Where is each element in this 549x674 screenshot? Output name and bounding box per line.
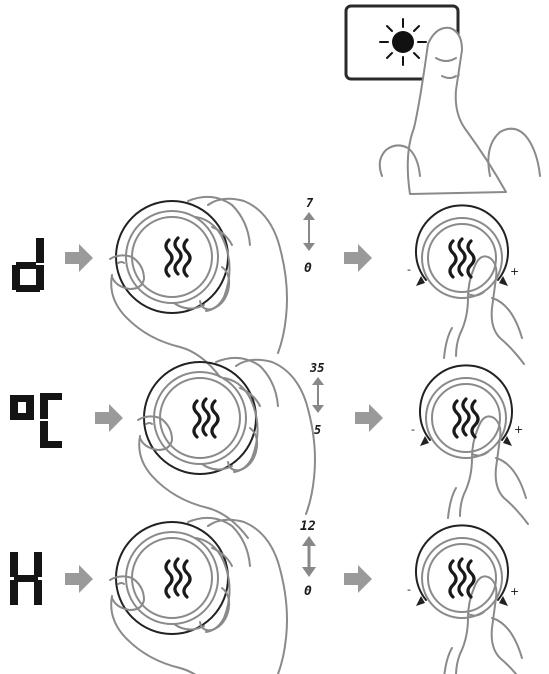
row-oc: oC 35 5 - + [10,356,529,539]
range-min: 0 [304,261,312,276]
row-d: d 7 0 - + [12,195,525,378]
heat-waves-icon [448,237,476,279]
plus-sign: + [510,585,519,598]
arrow-right-icon [344,244,372,272]
arrow-right-icon [355,404,383,432]
lcd-symbol-h: H [10,552,42,605]
range-min: 5 [314,423,321,437]
heat-waves-icon [448,557,476,599]
heat-waves-icon [164,557,192,599]
plus-sign: + [514,423,523,436]
pressing-finger [378,26,541,195]
press-knob-finger: - + [407,204,525,365]
range-indicator: 12 0 [300,519,316,599]
range-min: 0 [304,584,312,599]
row-h: H 12 0 - + [10,516,525,674]
grasp-knob-hand [137,356,316,539]
arrow-right-icon [65,244,93,272]
light-button-illustration [344,4,541,195]
minus-sign: - [407,263,411,276]
range-indicator: 35 5 [309,361,324,437]
heat-waves-icon [164,236,192,278]
range-max: 35 [309,361,324,375]
lcd-symbol-text: oC [10,392,12,394]
arrow-right-icon [95,404,123,432]
heat-waves-icon [452,397,480,439]
range-max: 12 [300,519,316,534]
grasp-knob-hand [109,195,288,378]
lcd-symbol-text: d [12,237,13,239]
sun-icon [379,18,427,66]
minus-sign: - [407,583,411,596]
range-indicator: 7 0 [303,196,315,276]
arrow-right-icon [65,565,93,593]
plus-sign: + [510,265,519,278]
range-max: 7 [306,196,314,210]
press-knob-finger: - + [411,364,529,525]
lcd-symbol-oc: oC [10,392,62,448]
arrow-right-icon [344,565,372,593]
grasp-knob-hand [109,516,288,674]
press-knob-finger: - + [407,524,525,674]
heat-waves-icon [192,397,220,439]
lcd-symbol-d: d [12,237,44,292]
minus-sign: - [411,423,415,436]
